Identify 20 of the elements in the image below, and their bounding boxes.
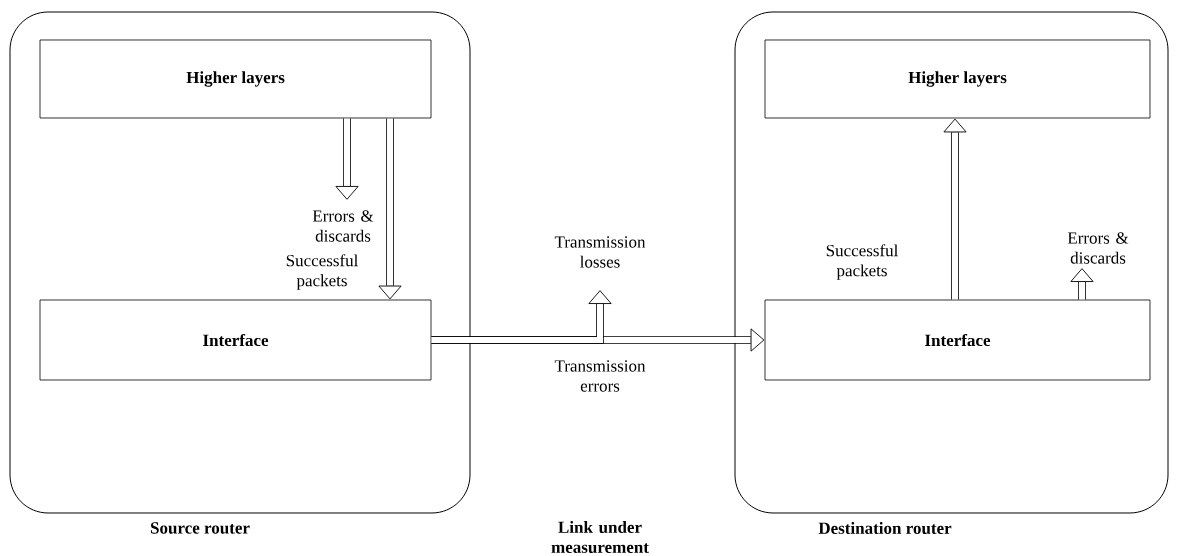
router-label: Destination router bbox=[818, 522, 952, 534]
router-box bbox=[9, 11, 471, 514]
hollow-arrow bbox=[378, 118, 402, 300]
edge-label: Successful packets bbox=[826, 244, 898, 280]
layer-box: Interface bbox=[764, 299, 1151, 381]
hollow-arrow bbox=[943, 118, 967, 300]
edge-label: Errors & discards bbox=[1067, 232, 1129, 264]
edge-label: Errors & discards bbox=[312, 210, 374, 242]
hollow-arrow bbox=[431, 290, 612, 344]
edge-label: Transmission errors bbox=[554, 360, 646, 392]
layer-box: Interface bbox=[39, 299, 432, 381]
router-box bbox=[734, 11, 1169, 514]
hollow-arrow bbox=[1070, 268, 1094, 300]
router-label: Source router bbox=[150, 522, 250, 534]
layer-box: Higher layers bbox=[764, 39, 1151, 119]
layer-box: Higher layers bbox=[39, 39, 432, 119]
edge-label: Transmission losses bbox=[554, 236, 646, 268]
edge-label: Successful packets bbox=[286, 254, 358, 290]
hollow-arrow bbox=[335, 118, 359, 200]
link-label: Link under measurement bbox=[551, 521, 649, 553]
